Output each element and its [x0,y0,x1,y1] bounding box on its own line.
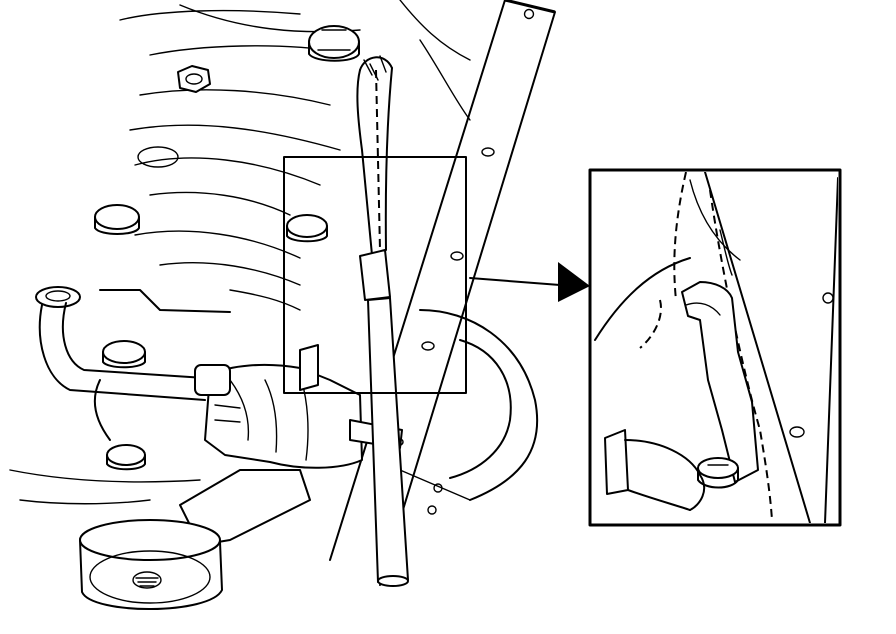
oil-pump-icon [179,344,403,546]
detail-inset [588,168,842,527]
bolt-icon [102,340,146,369]
arrow-right-icon [469,262,590,302]
bolt-icon [286,214,328,243]
engine-block-contours [9,0,471,505]
oil-pickup-screen-icon [79,519,223,610]
oil-passage-hole [35,286,81,308]
bolt-icon [94,204,140,235]
oil-pan-rail [329,0,556,586]
dipstick-tube-icon [356,55,409,587]
stud-nut-icon [177,65,211,93]
bolt-icon [308,25,360,62]
bolt-icon [106,444,146,471]
oil-pickup-tube-icon [38,302,206,401]
main-bearing-saddle [399,309,539,515]
detail-callout-box [283,156,467,394]
block-oval-opening [137,146,179,168]
